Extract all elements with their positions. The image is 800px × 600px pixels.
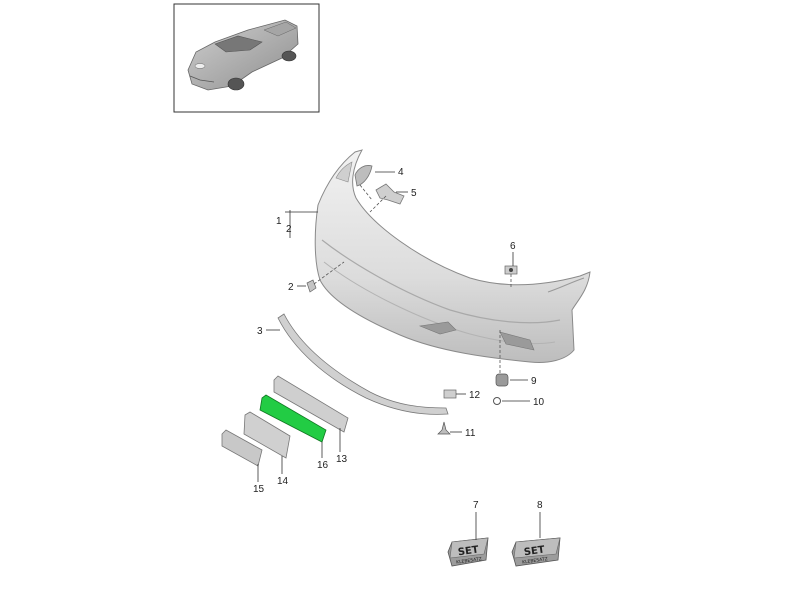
vehicle-thumbnail xyxy=(173,3,320,113)
callout-16: 16 xyxy=(317,460,329,471)
callout-1: 1 xyxy=(276,216,282,227)
callout-9: 9 xyxy=(531,376,537,387)
part-6-clip xyxy=(504,265,518,275)
kit-7-sublabel: KLEBESATZ xyxy=(456,556,482,566)
part-15-plate xyxy=(221,429,263,467)
part-16-highlight xyxy=(259,394,327,443)
part-4-grille xyxy=(354,165,373,187)
leader-lines xyxy=(257,171,541,540)
callout-10: 10 xyxy=(533,397,545,408)
callout-8: 8 xyxy=(537,500,543,511)
car-icon xyxy=(187,19,299,91)
kit-7-box: SET KLEBESATZ xyxy=(447,537,489,567)
callout-5: 5 xyxy=(411,188,417,199)
part-5-bracket xyxy=(375,183,405,205)
part-9-sensor xyxy=(495,373,509,387)
callout-11: 11 xyxy=(465,428,476,439)
kit-8-sublabel: KLEBESATZ xyxy=(522,556,548,566)
callout-1-sub: 2 xyxy=(286,224,292,235)
assembly-line-5 xyxy=(369,195,387,213)
assembly-line-2 xyxy=(313,261,345,285)
kit-8-label: SET xyxy=(523,545,545,559)
callout-6: 6 xyxy=(510,241,516,252)
callout-3: 3 xyxy=(257,326,263,337)
callout-13: 13 xyxy=(336,454,348,465)
callout-14: 14 xyxy=(277,476,289,487)
kit-8-box: SET KLEBESATZ xyxy=(511,537,561,567)
callout-2: 2 xyxy=(288,282,294,293)
bumper-cover xyxy=(314,149,591,363)
callout-4: 4 xyxy=(398,167,404,178)
callout-12: 12 xyxy=(469,390,481,401)
callout-7: 7 xyxy=(473,500,479,511)
part-10-ring xyxy=(493,397,501,405)
assembly-line-4 xyxy=(359,184,373,201)
kit-7-label: SET xyxy=(457,545,479,559)
part-12-clip xyxy=(443,389,457,399)
part-2-clip xyxy=(306,279,317,293)
part-11-pin xyxy=(437,421,451,435)
part-14-plate xyxy=(243,411,291,459)
part-13-carrier xyxy=(273,375,349,433)
callout-15: 15 xyxy=(253,484,265,495)
part-3-spoiler xyxy=(277,313,449,415)
